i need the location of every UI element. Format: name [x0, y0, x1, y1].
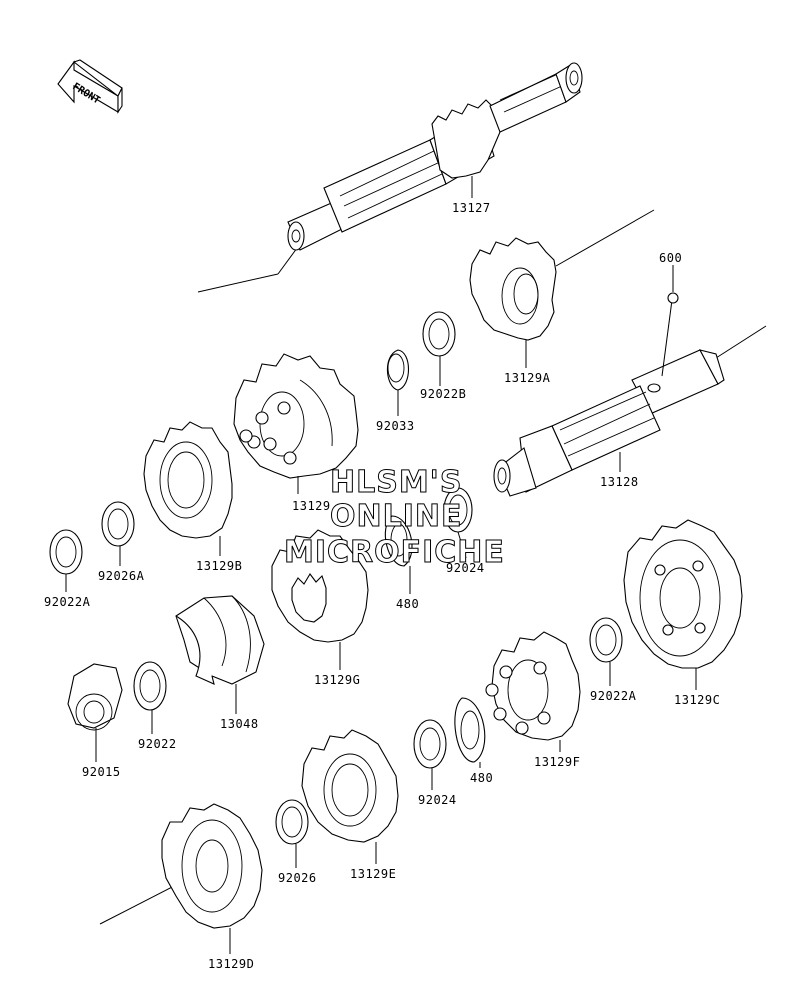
- watermark: HLSM'S ONLINE MICROFICHE: [284, 465, 505, 571]
- label-13129F[interactable]: 13129F: [534, 755, 580, 769]
- gear-13129-drawing: [233, 353, 359, 479]
- label-92022A-left[interactable]: 92022A: [44, 595, 91, 609]
- label-13048[interactable]: 13048: [220, 717, 259, 731]
- watermark-line-3: MICROFICHE: [284, 535, 505, 570]
- gear-13129E-drawing: [301, 729, 399, 843]
- circlip-480-upper-drawing: [384, 515, 413, 567]
- label-92026[interactable]: 92026: [278, 871, 317, 885]
- label-92015[interactable]: 92015: [82, 765, 121, 779]
- label-13129[interactable]: 13129: [292, 499, 331, 513]
- gear-13129D-drawing: [99, 803, 263, 929]
- gear-13129F-drawing: [485, 631, 581, 741]
- watermark-line-2: ONLINE: [330, 499, 463, 534]
- shaft-13127-drawing: [197, 62, 583, 293]
- front-arrow-icon: FRONT: [57, 59, 123, 114]
- watermark-line-1: HLSM'S: [330, 465, 462, 500]
- gear-13129G-drawing: [271, 529, 369, 643]
- gear-13129B-drawing: [143, 421, 233, 539]
- label-480-upper[interactable]: 480: [396, 597, 419, 611]
- label-600[interactable]: 600: [659, 251, 682, 265]
- part-labels: 13127 600 13129A 92022B 92033 13128 1312…: [44, 201, 720, 971]
- nut-92015-drawing: [67, 663, 123, 731]
- shaft-13128-drawing: [493, 292, 767, 497]
- label-92024-lower[interactable]: 92024: [418, 793, 457, 807]
- washer-92024-lower-drawing: [413, 719, 447, 769]
- part-13048-drawing: [175, 595, 265, 685]
- label-13129C[interactable]: 13129C: [674, 693, 720, 707]
- label-92026A[interactable]: 92026A: [98, 569, 145, 583]
- leader-lines: [65, 176, 697, 954]
- label-92022[interactable]: 92022: [138, 737, 177, 751]
- label-13129D[interactable]: 13129D: [208, 957, 254, 971]
- label-13129E[interactable]: 13129E: [350, 867, 396, 881]
- washer-92022-drawing: [133, 661, 167, 711]
- gear-13129A-drawing: [469, 209, 655, 341]
- label-480-lower[interactable]: 480: [470, 771, 493, 785]
- gear-13129C-drawing: [623, 519, 743, 669]
- label-13129A[interactable]: 13129A: [504, 371, 551, 385]
- label-92022B[interactable]: 92022B: [420, 387, 466, 401]
- label-13129G[interactable]: 13129G: [314, 673, 360, 687]
- label-13128[interactable]: 13128: [600, 475, 639, 489]
- washer-92026A-drawing: [101, 501, 135, 547]
- washer-92024-upper-drawing: [443, 487, 473, 533]
- label-92024-upper[interactable]: 92024: [446, 561, 485, 575]
- label-92033[interactable]: 92033: [376, 419, 415, 433]
- washer-92022B-drawing: [422, 311, 456, 357]
- washer-92022A-right-drawing: [589, 617, 623, 663]
- circlip-480-lower-drawing: [454, 697, 486, 763]
- washer-92026-drawing: [275, 799, 309, 845]
- label-13127[interactable]: 13127: [452, 201, 491, 215]
- label-92022A-right[interactable]: 92022A: [590, 689, 637, 703]
- label-13129B[interactable]: 13129B: [196, 559, 242, 573]
- washer-92022A-left-drawing: [49, 529, 83, 575]
- circlip-92033-drawing: [386, 349, 410, 391]
